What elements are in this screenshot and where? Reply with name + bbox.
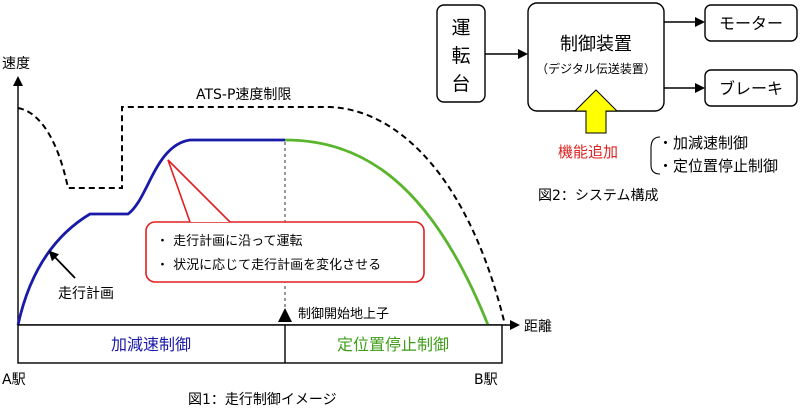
brake-box xyxy=(704,69,798,107)
callout: ・ 走行計画に沿って運転 ・ 状況に応じて走行計画を変化させる xyxy=(145,159,425,283)
console-char-3: 台 xyxy=(451,73,470,95)
figure-1: 速度 距離 ATS-P速度制限 制御開始地上子 走行計画 ・ 走行計画に沿って運… xyxy=(2,56,552,408)
control-start-label: 制御開始地上子 xyxy=(298,307,389,322)
station-b-label: B駅 xyxy=(474,372,498,388)
plan-label: 走行計画 xyxy=(58,286,114,302)
travel-plan-curve xyxy=(16,138,285,326)
figure-2-caption: 図2：システム構成 xyxy=(538,188,659,204)
stop-control-curve xyxy=(284,138,490,326)
x-axis-label: 距離 xyxy=(524,318,552,335)
region-stop-label: 定位置停止制御 xyxy=(337,335,449,354)
function-added-label: 機能追加 xyxy=(558,143,618,161)
figure-2: 運 転 台 制御装置 （デジタル伝送装置） モーター ブレーキ 機能追加 ・加減… xyxy=(436,2,798,204)
ats-limit-label: ATS-P速度制限 xyxy=(196,87,291,103)
ats-limit-line xyxy=(17,106,506,326)
callout-line-1: ・ 走行計画に沿って運転 xyxy=(156,233,302,249)
console-char-1: 運 xyxy=(451,17,470,39)
brake-label: ブレーキ xyxy=(719,79,783,98)
function-added-arrow xyxy=(573,89,619,134)
region-accel-label: 加減速制御 xyxy=(111,335,191,354)
control-start-marker xyxy=(278,308,292,322)
motor-box xyxy=(704,4,798,42)
callout-line-2: ・ 状況に応じて走行計画を変化させる xyxy=(156,257,381,273)
figure-1-caption: 図1：走行制御イメージ xyxy=(188,392,337,408)
added-item-1: ・加減速制御 xyxy=(658,134,748,152)
controller-subtitle: （デジタル伝送装置） xyxy=(536,61,656,76)
control-region-bar xyxy=(17,324,503,364)
added-item-2: ・定位置停止制御 xyxy=(658,157,778,175)
added-items-bracket xyxy=(650,136,661,175)
y-axis-label: 速度 xyxy=(2,56,30,72)
plan-pointer xyxy=(48,250,76,279)
controller-title: 制御装置 xyxy=(560,34,632,55)
motor-label: モーター xyxy=(719,14,783,33)
console-char-2: 転 xyxy=(451,45,470,67)
station-a-label: A駅 xyxy=(2,372,26,388)
